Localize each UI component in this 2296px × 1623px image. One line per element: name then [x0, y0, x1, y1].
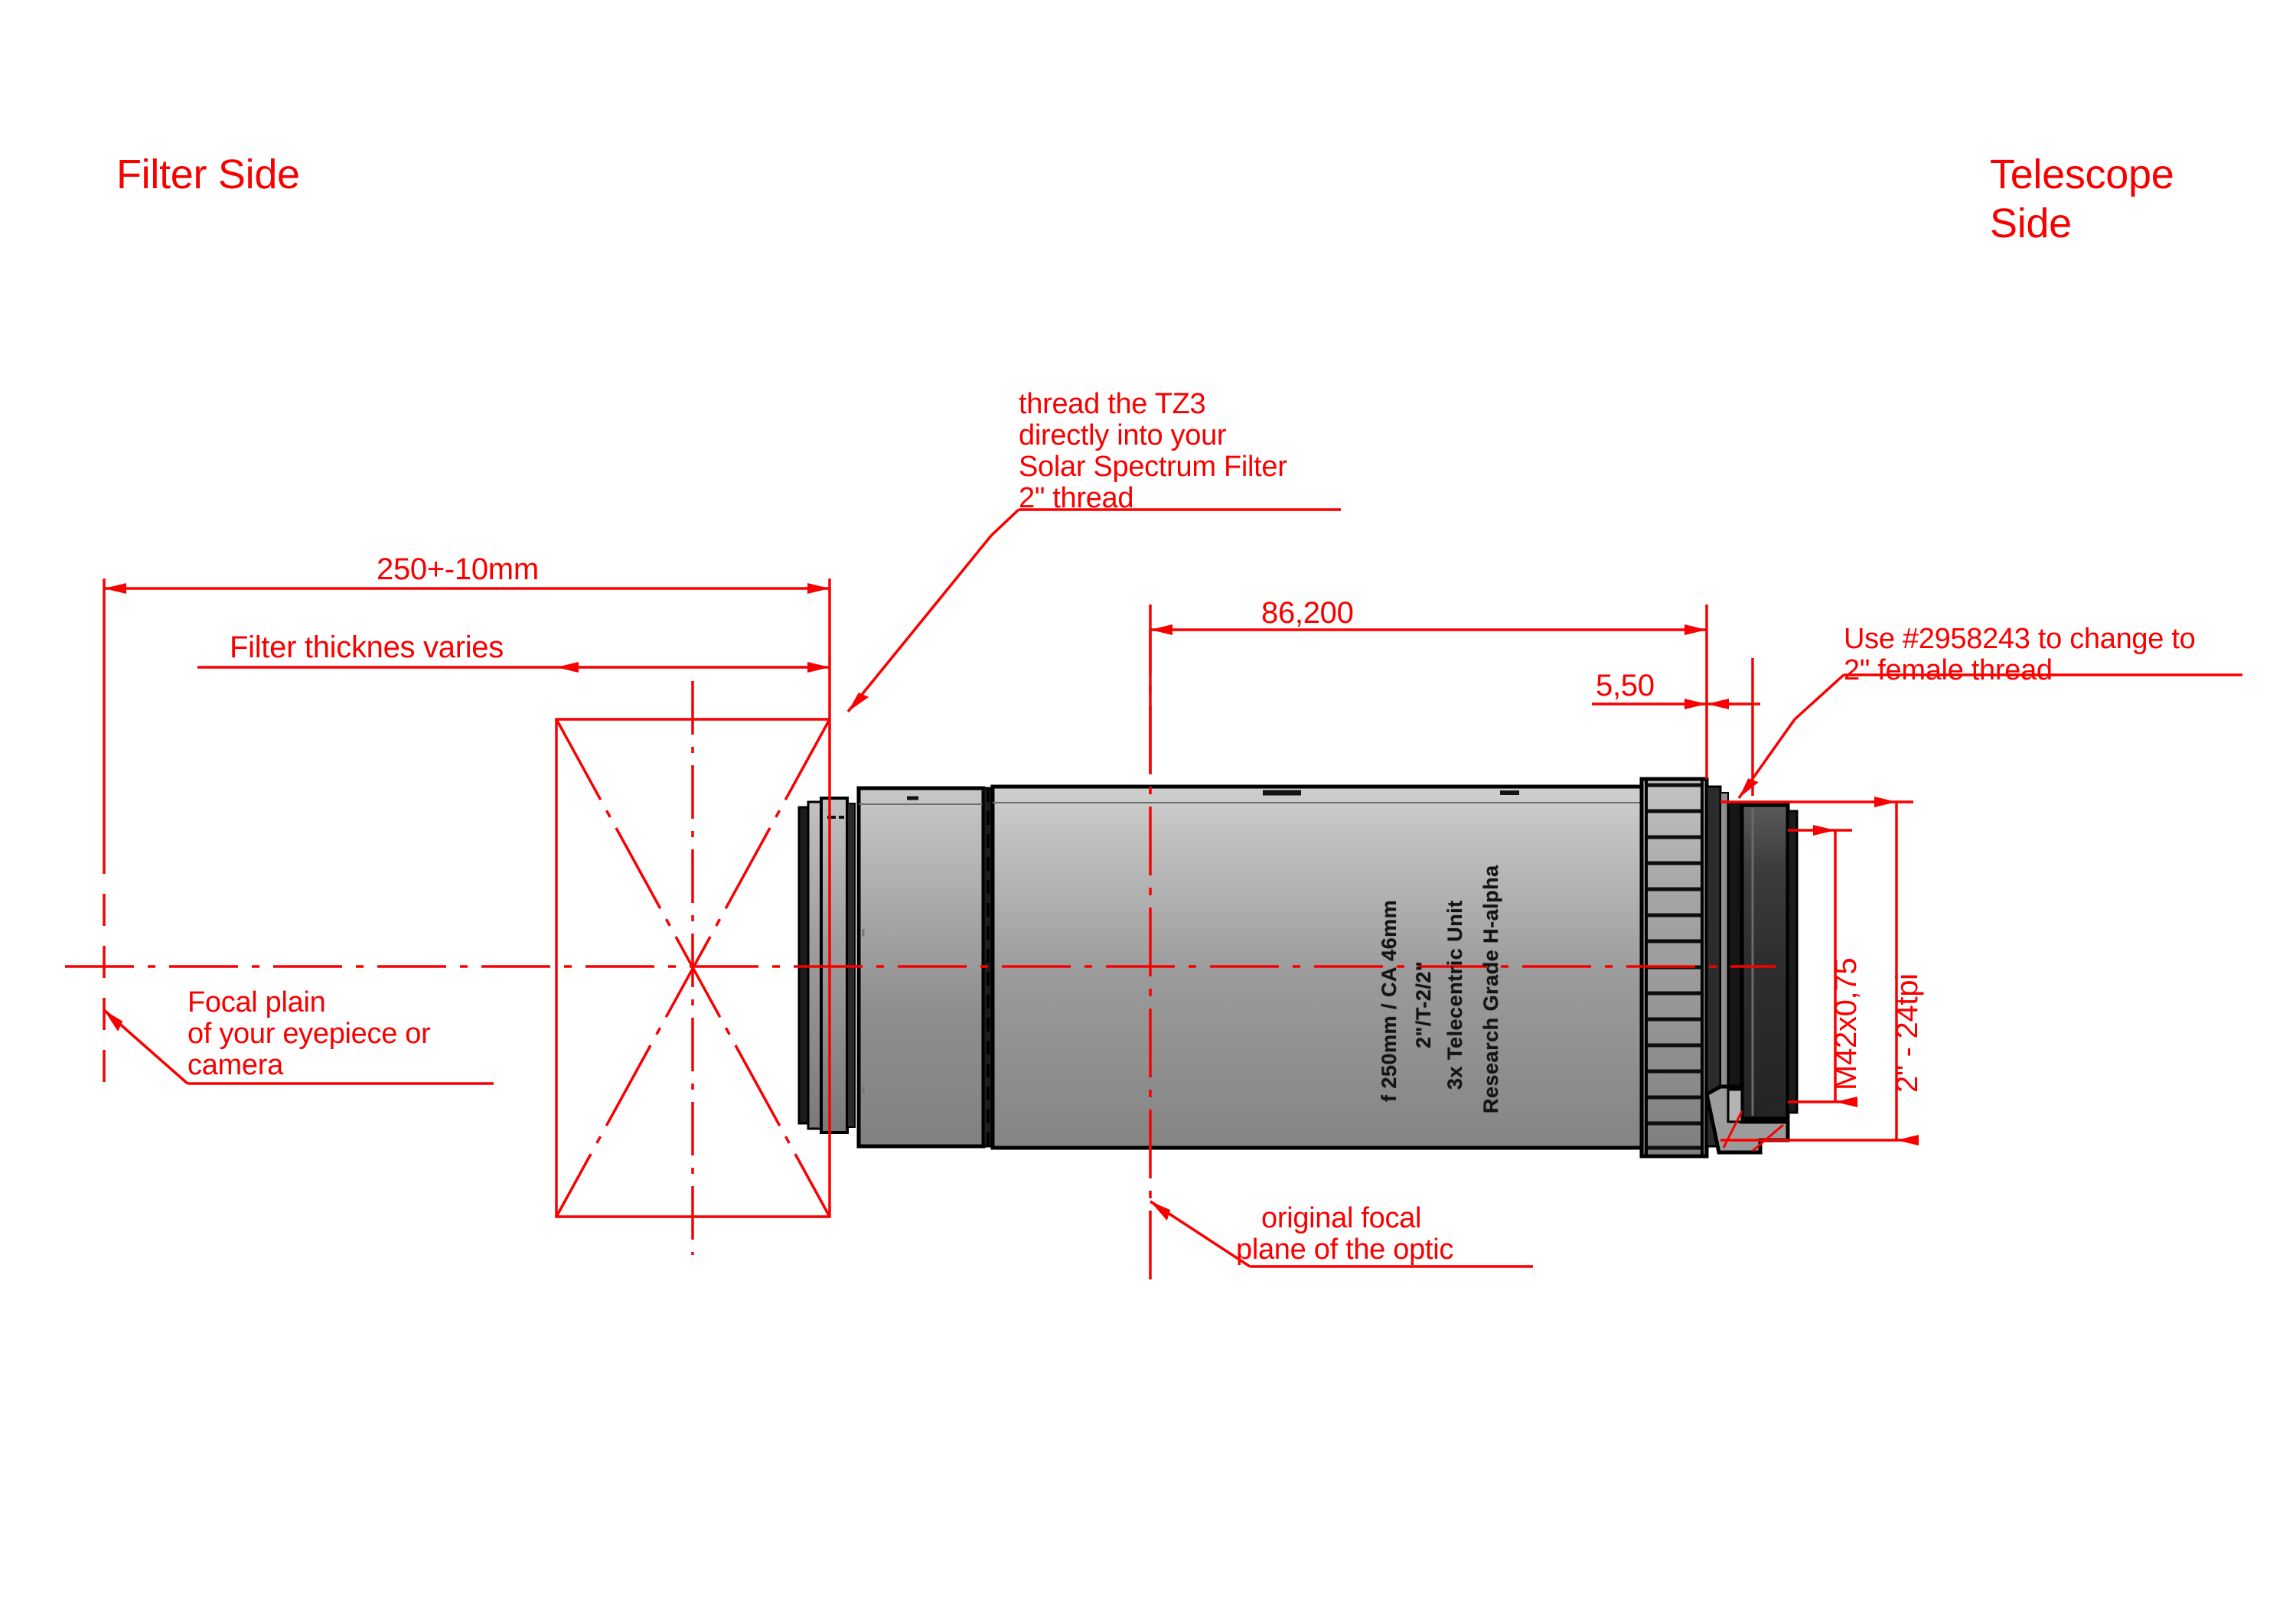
- dim-label-250mm: 250+-10mm: [377, 552, 539, 586]
- leader-adapter-note: [1737, 673, 2242, 800]
- title-filter-side: Filter Side: [116, 152, 300, 197]
- note-focal-plain-line3: camera: [188, 1049, 283, 1081]
- note-thread-tz3-line3: Solar Spectrum Filter: [1019, 451, 1287, 483]
- male-thread-spigot: [1727, 800, 1799, 1123]
- note-focal-plain-line1: Focal plain: [188, 986, 326, 1018]
- leader-focal-plain: [103, 1009, 494, 1085]
- note-thread-tz3-line4: 2" thread: [1019, 482, 1134, 514]
- engraving-line3: 2"/T-2/2": [1412, 960, 1435, 1048]
- title-telescope-side-line1: Telescope: [1990, 152, 2174, 197]
- note-adapter-line2: 2" female thread: [1844, 654, 2053, 686]
- engraving-line1: Research Grade H-alpha: [1479, 865, 1502, 1113]
- title-telescope-side-line2: Side: [1990, 200, 2072, 246]
- dim-m42: [1788, 825, 1857, 1107]
- note-thread-tz3-line2: directly into your: [1019, 419, 1227, 451]
- dim-2in-24tpi: [1720, 797, 1919, 1146]
- note-original-focal-plane-line2: plane of the optic: [1236, 1234, 1454, 1266]
- engraving-line4: f 250mm / CA 46mm: [1378, 899, 1401, 1102]
- thread-spigot-detail: [1704, 1084, 1790, 1155]
- note-focal-plain-line2: of your eyepiece or: [188, 1018, 431, 1050]
- engraving-line2: 3x Telecentric Unit: [1443, 900, 1466, 1090]
- leader-thread-tz3: [846, 508, 1341, 713]
- dim-label-filter-thickness: Filter thicknes varies: [230, 631, 504, 664]
- dim-label-86200: 86,200: [1261, 596, 1354, 630]
- annotation-geometry: [65, 508, 2242, 1286]
- leader-original-focal-plane: [1150, 1200, 1533, 1268]
- dim-550: [1592, 658, 1760, 796]
- note-original-focal-plane-line1: original focal: [1261, 1202, 1422, 1234]
- dim-label-550: 5,50: [1596, 669, 1655, 702]
- dim-label-m42-thread: M42x0,75: [1829, 957, 1863, 1090]
- dim-label-2in-24tpi: 2" - 24tpi: [1890, 973, 1924, 1093]
- note-thread-tz3-line1: thread the TZ3: [1019, 388, 1206, 420]
- note-adapter-line1: Use #2958243 to change to: [1844, 623, 2196, 655]
